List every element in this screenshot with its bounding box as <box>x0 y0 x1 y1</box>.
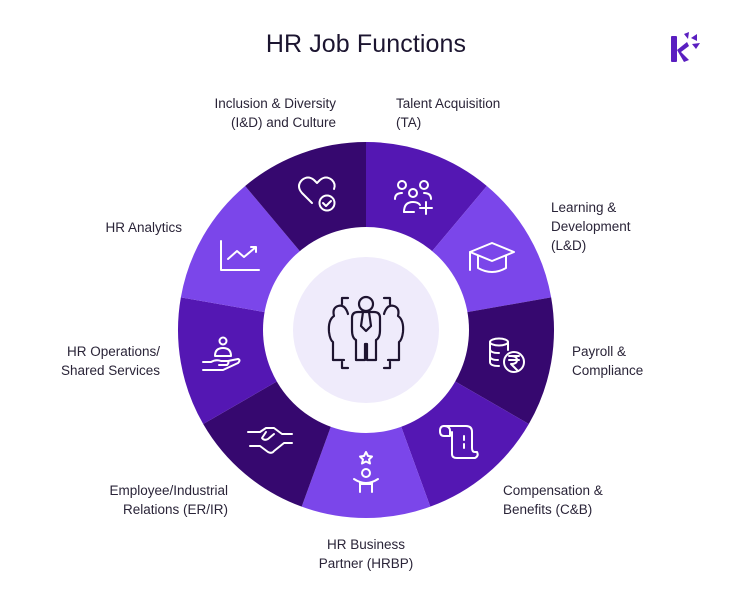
label-line: Relations (ER/IR) <box>122 502 228 517</box>
label-line: HR Operations/ <box>66 344 160 359</box>
label-talent-acquisition: Talent Acquisition (TA) <box>396 94 500 132</box>
segment-hrbp <box>301 423 431 518</box>
label-payroll-compliance: Payroll & Compliance <box>572 342 643 380</box>
segment-ta <box>366 142 487 254</box>
label-line: Learning & <box>551 200 617 215</box>
label-line: Development <box>551 219 631 234</box>
label-line: Benefits (C&B) <box>503 502 593 517</box>
coins-rupee-icon <box>489 337 525 373</box>
label-learning-development: Learning & Development (L&D) <box>551 198 631 255</box>
label-line: Payroll & <box>572 344 627 359</box>
label-inclusion-diversity: Inclusion & Diversity (I&D) and Culture <box>190 94 336 132</box>
segment-er <box>203 380 332 507</box>
label-line: (L&D) <box>551 238 587 253</box>
hand-person-icon <box>202 336 241 371</box>
label-line: HR Analytics <box>105 220 182 235</box>
label-line: Compensation & <box>503 483 603 498</box>
label-hr-business-partner: HR Business Partner (HRBP) <box>306 535 426 573</box>
people-team-focus-icon <box>327 295 405 370</box>
label-hr-analytics: HR Analytics <box>60 218 182 237</box>
users-add-icon <box>394 180 433 215</box>
trend-chart-icon <box>220 240 260 271</box>
label-line: Compliance <box>572 363 644 378</box>
label-compensation-benefits: Compensation & Benefits (C&B) <box>503 481 603 519</box>
handshake-icon <box>247 427 293 454</box>
graduation-cap-icon <box>469 242 515 273</box>
segment-ld <box>430 185 552 313</box>
label-line: Partner (HRBP) <box>318 556 414 571</box>
segment-analytics <box>180 185 302 313</box>
label-line: (TA) <box>396 115 422 130</box>
label-employee-relations: Employee/Industrial Relations (ER/IR) <box>70 481 228 519</box>
label-line: Employee/Industrial <box>109 483 228 498</box>
label-line: (I&D) and Culture <box>230 115 336 130</box>
label-hr-operations: HR Operations/ Shared Services <box>30 342 160 380</box>
label-line: Inclusion & Diversity <box>214 96 336 111</box>
label-line: HR Business <box>326 537 406 552</box>
label-line: Shared Services <box>60 363 160 378</box>
heart-check-icon <box>298 176 336 212</box>
label-line: Talent Acquisition <box>396 96 501 111</box>
scroll-document-icon <box>439 425 479 459</box>
brand-k-logo-icon <box>671 32 700 62</box>
page-title: HR Job Functions <box>265 30 467 58</box>
person-star-icon <box>353 451 379 493</box>
